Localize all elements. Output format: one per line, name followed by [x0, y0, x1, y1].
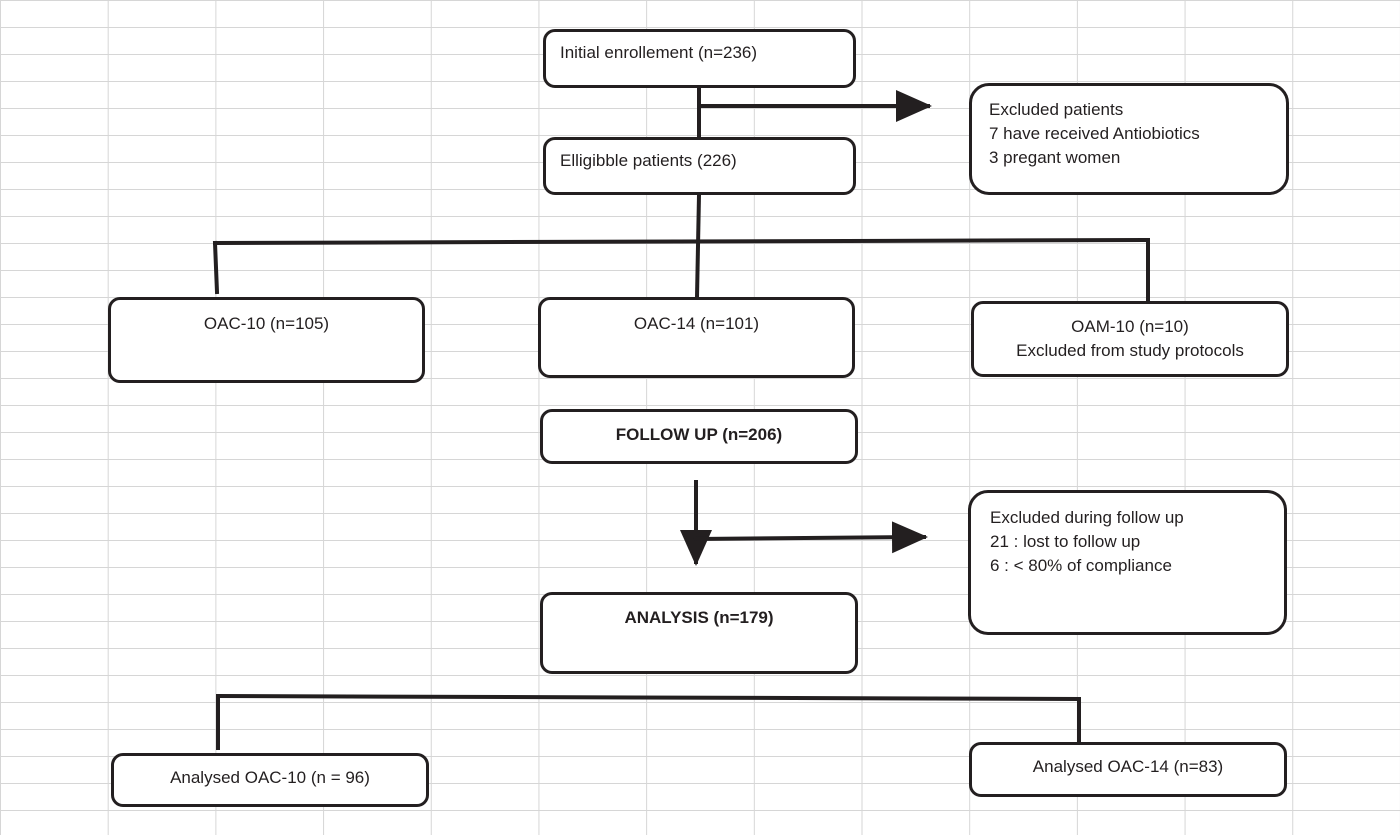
excluded-follow-up-title: Excluded during follow up	[990, 508, 1184, 527]
initial-enrollment-box: Initial enrollement (n=236)	[543, 29, 856, 88]
oam10-box: OAM-10 (n=10) Excluded from study protoc…	[971, 301, 1289, 377]
lost-to-follow-up-line: 21 : lost to follow up	[990, 532, 1141, 551]
excluded-follow-up-box: Excluded during follow up 21 : lost to f…	[968, 490, 1287, 635]
low-compliance-line: 6 : < 80% of compliance	[990, 556, 1172, 575]
split-line-groups	[212, 237, 1151, 246]
analysis-label: ANALYSIS (n=179)	[624, 608, 774, 627]
drop-to-oac10	[212, 240, 220, 295]
oac14-label: OAC-14 (n=101)	[633, 314, 760, 333]
oac10-box: OAC-10 (n=105)	[108, 297, 425, 383]
follow-up-label: FOLLOW UP (n=206)	[615, 425, 783, 444]
arrow-to-excluded-follow-up	[693, 521, 928, 554]
excluded-antibiotics-line: 7 have received Antiobiotics	[989, 124, 1200, 143]
split-line-analysed	[215, 693, 1082, 702]
analysis-box: ANALYSIS (n=179)	[540, 592, 858, 674]
follow-up-box: FOLLOW UP (n=206)	[540, 409, 858, 464]
excluded-patients-title: Excluded patients	[989, 100, 1124, 119]
initial-enrollment-label: Initial enrollement (n=236)	[560, 43, 758, 62]
oam10-label: OAM-10 (n=10)	[1071, 317, 1189, 336]
oac14-box: OAC-14 (n=101)	[538, 297, 855, 378]
eligible-patients-label: Elligibble patients (226)	[560, 151, 737, 170]
analysed-oac10-box: Analysed OAC-10 (n = 96)	[111, 753, 429, 807]
analysed-oac10-label: Analysed OAC-10 (n = 96)	[170, 768, 370, 787]
excluded-pregnant-line: 3 pregant women	[989, 148, 1121, 167]
eligible-patients-box: Elligibble patients (226)	[543, 137, 856, 195]
excluded-patients-box: Excluded patients 7 have received Antiob…	[969, 83, 1289, 195]
connector-eligible-split	[694, 192, 702, 300]
analysed-oac14-label: Analysed OAC-14 (n=83)	[1032, 757, 1224, 776]
analysed-oac14-box: Analysed OAC-14 (n=83)	[969, 742, 1287, 797]
oam10-note: Excluded from study protocols	[1016, 341, 1244, 360]
oac10-label: OAC-10 (n=105)	[203, 314, 330, 333]
